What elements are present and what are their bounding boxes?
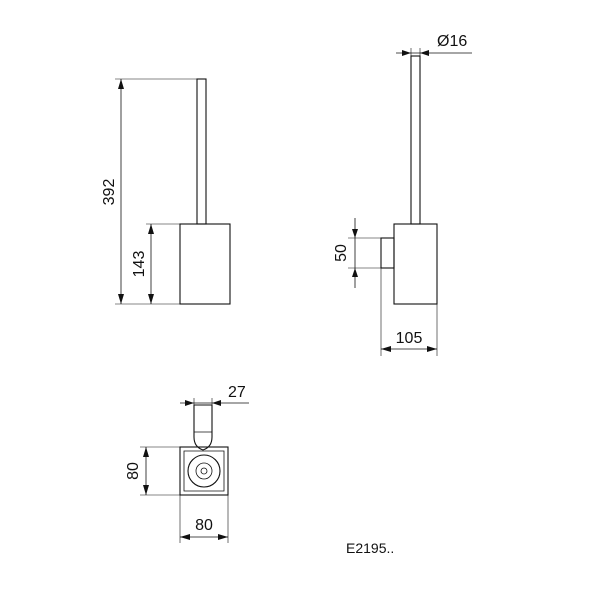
dim-bracket-width: 27 xyxy=(228,384,246,401)
brush-holder xyxy=(179,223,231,305)
dim-holder-height: 143 xyxy=(131,251,148,278)
dim-total-height: 392 xyxy=(101,179,118,206)
product-code: E2195.. xyxy=(346,540,394,556)
dim-bracket-height: 50 xyxy=(333,244,350,262)
top-view: 27 80 80 xyxy=(125,384,249,543)
dim-width: 80 xyxy=(195,517,213,534)
brush-head-center xyxy=(200,467,208,475)
dim-projection: 105 xyxy=(396,330,423,347)
wall-bracket xyxy=(380,237,395,269)
brush-handle xyxy=(196,78,207,225)
brush-holder-side xyxy=(393,223,438,305)
side-view: Ø16 50 105 xyxy=(333,33,472,356)
dim-depth: 80 xyxy=(125,462,142,480)
brush-handle-side xyxy=(410,55,421,225)
holder-top-outline xyxy=(179,446,229,496)
dim-handle-diameter: Ø16 xyxy=(437,33,467,50)
brush-head-outer xyxy=(187,454,221,488)
brush-head-inner xyxy=(195,462,213,480)
front-view: 392 143 xyxy=(101,78,231,305)
wall-bracket-top xyxy=(193,404,213,451)
